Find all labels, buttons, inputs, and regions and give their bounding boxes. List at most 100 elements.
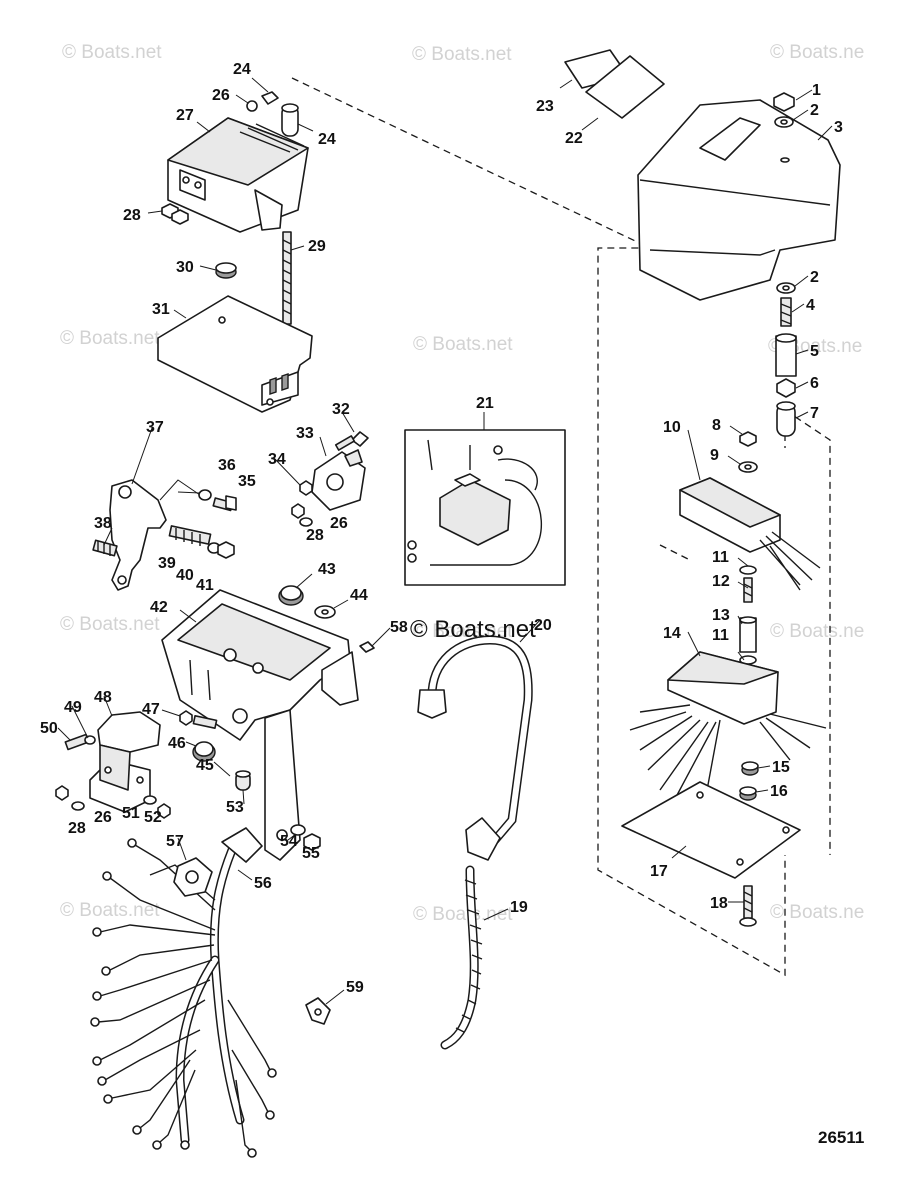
bolt-24 xyxy=(246,91,279,112)
grommet-30 xyxy=(215,262,237,279)
washer-36 xyxy=(198,489,212,501)
callout: 26 xyxy=(212,87,230,104)
washer-2-top xyxy=(774,116,794,128)
callout: 24 xyxy=(318,131,336,148)
bolt-47b xyxy=(192,715,218,729)
watermark-overlay: © Boats.net xyxy=(410,616,536,643)
watermark: © Boats.net xyxy=(413,904,513,925)
callout: 17 xyxy=(650,863,668,880)
callout: 10 xyxy=(663,419,681,436)
callout: 3 xyxy=(834,119,843,136)
callout: 50 xyxy=(40,720,58,737)
callout: 58 xyxy=(390,619,408,636)
box-42 xyxy=(161,589,359,861)
watermark: © Boats.ne xyxy=(770,902,864,923)
callout: 57 xyxy=(166,833,184,850)
callout: 30 xyxy=(176,259,194,276)
callout: 8 xyxy=(712,417,721,434)
plate-17 xyxy=(621,781,801,879)
callout: 44 xyxy=(350,587,368,604)
screw-32 xyxy=(334,431,369,451)
washer-44 xyxy=(314,605,336,619)
connector-57 xyxy=(173,857,213,897)
callout: 39 xyxy=(158,555,176,572)
callout: 38 xyxy=(94,515,112,532)
screw-18 xyxy=(739,885,757,927)
module-10 xyxy=(679,477,821,591)
screw-38 xyxy=(92,539,118,557)
clip-59 xyxy=(305,997,331,1025)
callout: 28 xyxy=(306,527,324,544)
nut-6 xyxy=(776,378,796,398)
callout: 28 xyxy=(68,820,86,837)
washer-49 xyxy=(84,735,96,745)
nut-41 xyxy=(217,541,235,559)
spacer-53 xyxy=(235,770,251,791)
nut-34 xyxy=(299,480,313,496)
callout: 21 xyxy=(476,395,494,412)
nut-1 xyxy=(773,92,795,112)
watermark: © Boats.net xyxy=(60,328,160,349)
cable-20 xyxy=(417,635,533,861)
watermark: © Boats.ne xyxy=(770,42,864,63)
callout: 20 xyxy=(534,617,552,634)
callout: 29 xyxy=(308,238,326,255)
watermark: © Boats.net xyxy=(412,44,512,65)
callout: 19 xyxy=(510,899,528,916)
callout: 12 xyxy=(712,573,730,590)
callout: 13 xyxy=(712,607,730,624)
spacer-7 xyxy=(776,401,796,437)
grommet-16 xyxy=(739,786,757,801)
callout: 15 xyxy=(772,759,790,776)
callout: 5 xyxy=(810,343,819,360)
callout: 46 xyxy=(168,735,186,752)
conduit-19 xyxy=(440,865,483,1050)
callout: 43 xyxy=(318,561,336,578)
callout: 1 xyxy=(812,82,821,99)
callout: 36 xyxy=(218,457,236,474)
watermark: © Boats.net xyxy=(413,334,513,355)
callout: 47 xyxy=(142,701,160,718)
wiring-harness-56 xyxy=(90,827,277,1158)
callout: 11 xyxy=(712,549,729,566)
callout: 9 xyxy=(710,447,719,464)
callout: 52 xyxy=(144,809,162,826)
callout: 26 xyxy=(330,515,348,532)
screw-58 xyxy=(359,641,375,653)
callout: 23 xyxy=(536,98,554,115)
callout: 26 xyxy=(94,809,112,826)
callout: 22 xyxy=(565,130,583,147)
callout: 49 xyxy=(64,699,82,716)
control-module-27 xyxy=(167,117,309,233)
stud-29 xyxy=(282,231,292,325)
washer-9 xyxy=(738,461,758,473)
callout: 27 xyxy=(176,107,194,124)
watermark: © Boats.net xyxy=(60,614,160,635)
screw-12 xyxy=(743,577,753,603)
callout: 18 xyxy=(710,895,728,912)
washer-11-upper xyxy=(739,565,757,575)
standoff-13 xyxy=(739,616,757,653)
callout: 2 xyxy=(810,269,819,286)
callout: 6 xyxy=(810,375,819,392)
callout: 48 xyxy=(94,689,112,706)
cover-3 xyxy=(637,99,841,301)
grommet-43 xyxy=(278,585,304,606)
nut-55 xyxy=(303,833,321,851)
nuts-26-28-mid xyxy=(291,503,313,527)
nut-47 xyxy=(179,710,193,726)
callout: 34 xyxy=(268,451,286,468)
callout: 4 xyxy=(806,297,815,314)
callout: 54 xyxy=(280,833,298,850)
callout: 11 xyxy=(712,627,729,644)
washer-2-mid xyxy=(776,282,796,294)
nuts-51-52 xyxy=(143,795,171,819)
callout: 37 xyxy=(146,419,164,436)
grommet-46 xyxy=(192,741,216,762)
callout: 51 xyxy=(122,805,140,822)
mounting-plate-31 xyxy=(157,295,313,413)
watermark: © Boats.ne xyxy=(770,621,864,642)
bolt-35 xyxy=(212,495,237,512)
nut-8 xyxy=(739,431,757,447)
